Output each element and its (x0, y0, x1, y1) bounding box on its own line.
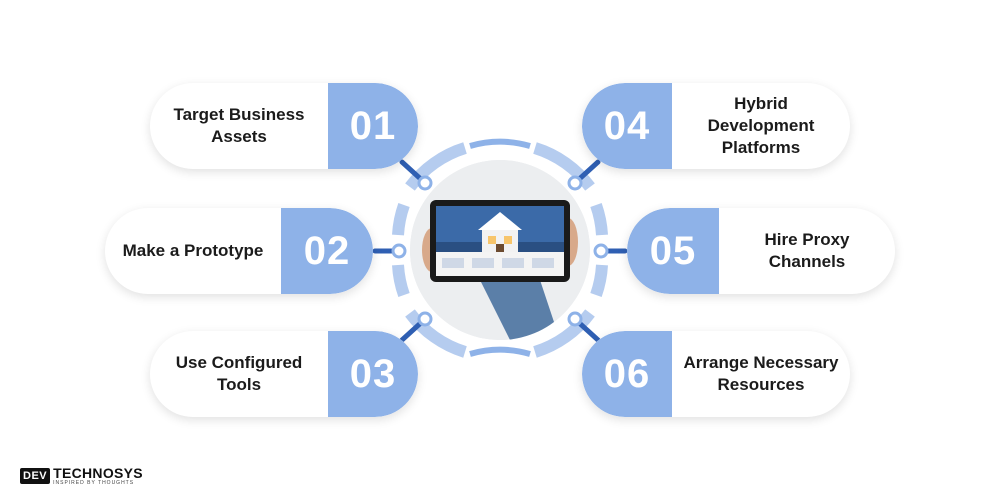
step-number: 02 (281, 208, 373, 294)
ring-segment (533, 142, 595, 191)
step-label: Use Configured Tools (175, 353, 303, 394)
step-label: Hire Proxy Channels (764, 230, 850, 271)
connector-dot (391, 243, 407, 259)
company-logo: DEV TECHNOSYS INSPIRED BY THOUGHTS (20, 464, 143, 488)
logo-tagline: INSPIRED BY THOUGHTS (53, 480, 135, 486)
ring-segment (590, 264, 608, 297)
step-label: Make a Prototype (122, 241, 264, 260)
connector-dot (593, 243, 609, 259)
step-05: 05 Hire Proxy Channels (627, 208, 895, 294)
step-label: Hybrid Development Platforms (707, 94, 815, 157)
connector-dot (567, 311, 583, 327)
step-02: Make a Prototype 02 (105, 208, 373, 294)
ring-segment (405, 309, 467, 358)
logo-brand: TECHNOSYS (53, 465, 143, 481)
step-number: 03 (328, 331, 418, 417)
step-label: Arrange Necessary Resources (683, 353, 839, 394)
step-number: 06 (582, 331, 672, 417)
ring-segment (405, 142, 467, 191)
connector-dot (417, 175, 433, 191)
ring-segment (392, 203, 410, 236)
ring-segment (590, 203, 608, 236)
ring-segment (392, 264, 410, 297)
logo-wordmark: TECHNOSYS INSPIRED BY THOUGHTS (53, 466, 143, 486)
step-number: 05 (627, 208, 719, 294)
step-04: 04 Hybrid Development Platforms (582, 83, 850, 169)
ring-segment (533, 309, 595, 358)
step-06: 06 Arrange Necessary Resources (582, 331, 850, 417)
step-03: Use Configured Tools 03 (150, 331, 418, 417)
logo-mark: DEV (20, 468, 51, 484)
step-label: Target Business Assets (173, 105, 305, 146)
step-number: 04 (582, 83, 672, 169)
connector-dot (417, 311, 433, 327)
step-01: Target Business Assets 01 (150, 83, 418, 169)
step-number: 01 (328, 83, 418, 169)
tablet-house-icon (410, 160, 590, 340)
center-photo (410, 160, 590, 340)
connector-dot (567, 175, 583, 191)
